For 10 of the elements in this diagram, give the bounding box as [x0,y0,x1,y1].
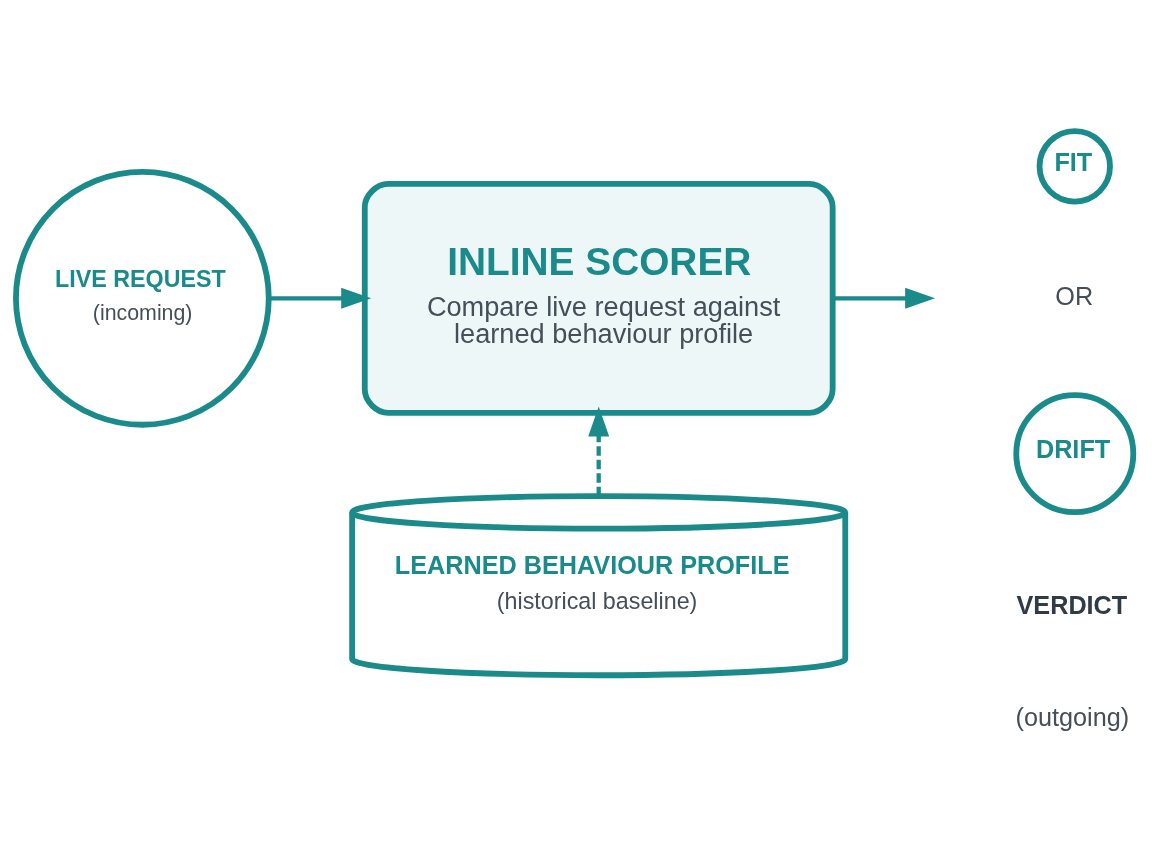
node-box: INLINE SCORER Compare live request against learned behaviour profile [361,180,836,416]
label: OR [1055,281,1094,310]
label: VERDICT [1016,590,1128,619]
arrow [832,287,936,309]
node-circle: DRIFT [1013,392,1137,516]
arrow [588,406,610,497]
node-circle: LIVE REQUEST (incoming) [13,169,272,428]
arrow [269,287,372,309]
node-circle: FIT [1036,128,1113,205]
label: (outgoing) [1015,703,1130,732]
